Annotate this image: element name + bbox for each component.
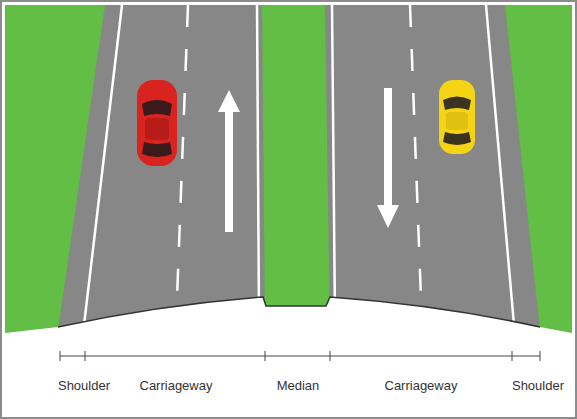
ground-section [5,297,572,414]
up-arrow [218,90,240,232]
grass [5,5,572,335]
lane-markings [84,5,514,325]
yellow-car [439,80,475,154]
dimension-line [60,351,540,361]
cross-section-edge [58,297,540,327]
red-car [137,80,177,166]
down-arrow [377,88,399,228]
dimension-label: Median [277,378,320,394]
dimension-label: Carriageway [385,378,458,394]
dimension-label: Carriageway [140,378,213,394]
dimension-label: Shoulder [58,378,110,394]
right-carriageway [325,5,540,330]
left-carriageway [58,5,265,330]
dimension-label: Shoulder [512,378,564,394]
